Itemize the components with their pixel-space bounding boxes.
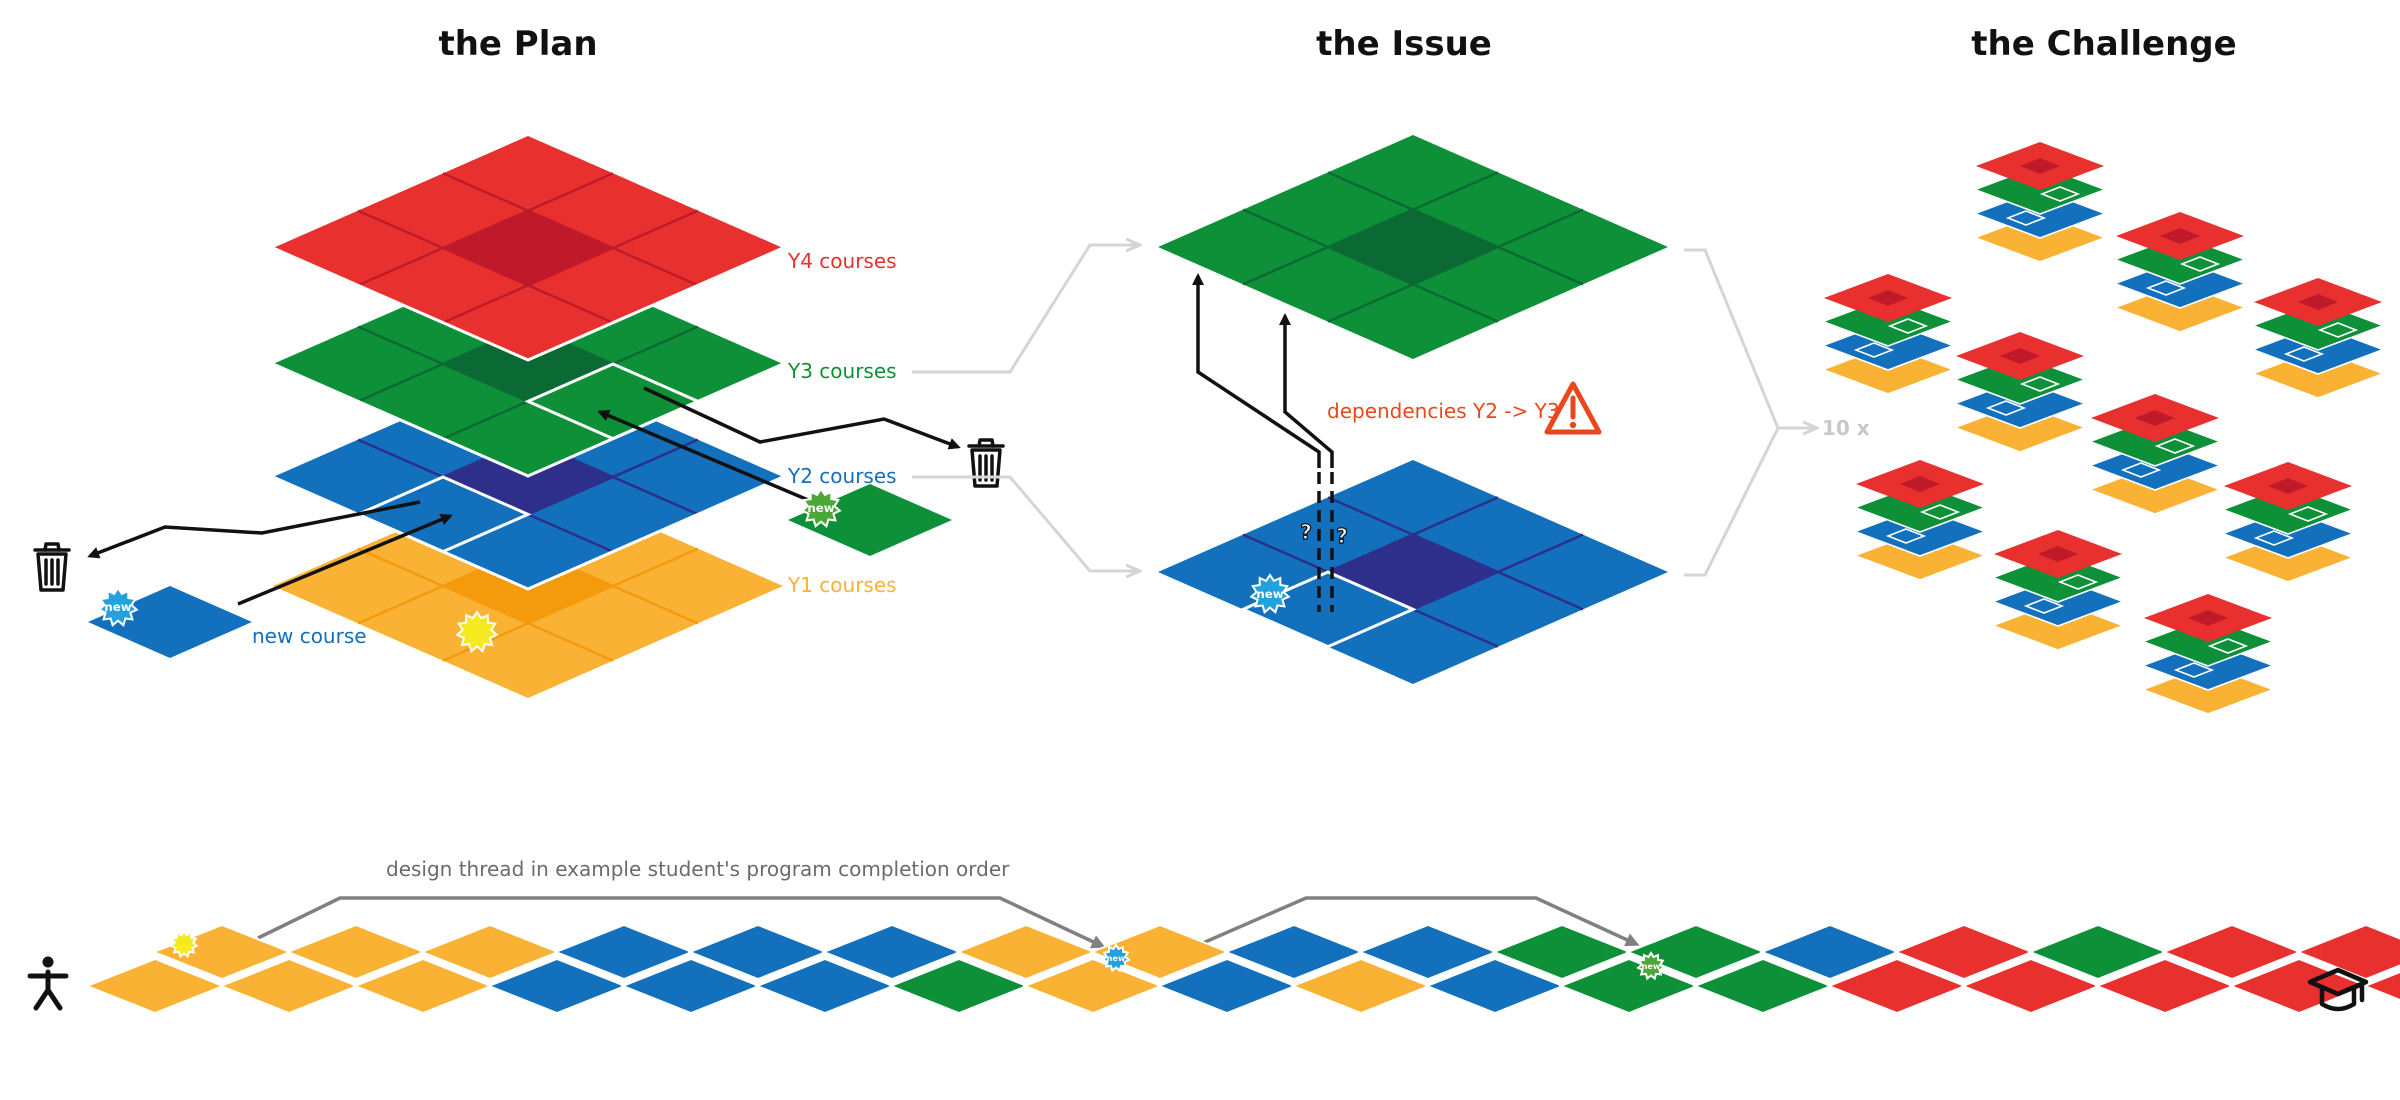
- dependency-arrows: [1192, 273, 1334, 612]
- new-course-label: new course: [252, 624, 367, 648]
- issue-layer-stack: new: [1158, 135, 1668, 684]
- plan-arrows: [87, 386, 961, 606]
- question-mark: ?: [1300, 520, 1312, 544]
- thread-tile-yellow: [419, 923, 561, 981]
- plan-layer-stack: [272, 136, 784, 698]
- svg-text:new: new: [807, 501, 834, 515]
- graduation-cap-icon: [2307, 967, 2369, 1012]
- plan-layer-green: [272, 252, 784, 478]
- thread-tile-yellow: [955, 923, 1097, 981]
- new-badge-icon: new: [1101, 943, 1131, 973]
- y3-courses-label: Y3 courses: [787, 359, 897, 383]
- thread-tile-blue: [1156, 957, 1298, 1015]
- thread-tile-green: [1558, 957, 1700, 1015]
- new-badge-icon: new: [1249, 573, 1291, 614]
- trash-icon: [33, 542, 71, 592]
- title-plan: the Plan: [438, 24, 597, 64]
- person-icon: [27, 956, 69, 1011]
- question-mark: ?: [1336, 524, 1348, 548]
- thread-tile-red: [2161, 923, 2303, 981]
- mini-course-stack: [1823, 274, 1953, 395]
- dependency-label: dependencies Y2 -> Y3: [1327, 399, 1560, 423]
- new-badge-icon: [169, 929, 199, 959]
- mini-course-stack: [2223, 462, 2353, 583]
- mini-course-stack: [2090, 394, 2220, 515]
- svg-text:new: new: [104, 600, 131, 614]
- mini-course-stack: [2253, 278, 2383, 399]
- connector-lines: [912, 245, 1815, 575]
- thread-tile-red: [2295, 923, 2400, 981]
- mini-course-stack: [1975, 142, 2105, 263]
- thread-tile-blue: [620, 957, 762, 1015]
- thread-tile-green: [1692, 957, 1834, 1015]
- warning-icon: [1544, 381, 1602, 435]
- mini-course-stack: [2143, 594, 2273, 715]
- thread-tile-red: [1826, 957, 1968, 1015]
- y1-courses-label: Y1 courses: [787, 573, 897, 597]
- thread-tile-red: [1893, 923, 2035, 981]
- thread-tile-blue: [1759, 923, 1901, 981]
- y2-courses-label: Y2 courses: [787, 464, 897, 488]
- issue-layer-green: [1158, 135, 1668, 359]
- thread-tile-green: [888, 957, 1030, 1015]
- new-badge-icon: new: [1636, 951, 1666, 981]
- thread-tile-yellow: [84, 957, 226, 1015]
- thread-tile-blue: [1424, 957, 1566, 1015]
- multiplier-label: 10 x: [1822, 416, 1870, 440]
- new-badge-icon: [455, 610, 499, 653]
- thread-tile-blue: [821, 923, 963, 981]
- y4-courses-label: Y4 courses: [787, 249, 897, 273]
- thread-tiles: new new: [84, 923, 2400, 1015]
- thread-tile-yellow: [352, 957, 494, 1015]
- thread-tile-yellow: [285, 923, 427, 981]
- thread-tile-red: [2094, 957, 2236, 1015]
- thread-tile-blue: [687, 923, 829, 981]
- thread-arrows: [257, 896, 1640, 949]
- trash-icon: [967, 438, 1005, 488]
- svg-text:new: new: [1256, 587, 1283, 601]
- plan-layer-red: [272, 136, 784, 362]
- title-issue: the Issue: [1316, 24, 1492, 64]
- thread-tile-yellow: [218, 957, 360, 1015]
- thread-tile-red: [2362, 971, 2400, 1001]
- mini-course-stack: [2115, 212, 2245, 333]
- svg-text:new: new: [1107, 953, 1126, 963]
- thread-tile-green: [2027, 923, 2169, 981]
- thread-tile-blue: [486, 957, 628, 1015]
- challenge-stacks: [1823, 142, 2383, 715]
- new-blue-course-tile: new: [88, 586, 252, 658]
- title-challenge: the Challenge: [1971, 24, 2236, 64]
- thread-tile-blue: [1223, 923, 1365, 981]
- new-badge-icon: new: [800, 487, 842, 528]
- thread-tile-yellow: [1290, 957, 1432, 1015]
- thread-tile-blue: [553, 923, 695, 981]
- thread-caption: design thread in example student's progr…: [386, 857, 1010, 881]
- thread-tile-blue: [754, 957, 896, 1015]
- new-green-course-tile: new: [788, 484, 952, 556]
- svg-text:new: new: [1642, 961, 1661, 971]
- new-badge-icon: new: [97, 586, 139, 627]
- thread-tile-blue: [1357, 923, 1499, 981]
- mini-course-stack: [1993, 530, 2123, 651]
- issue-layer-blue: new: [1158, 460, 1668, 684]
- thread-tile-green: [1491, 923, 1633, 981]
- thread-tile-yellow: [1022, 957, 1164, 1015]
- mini-course-stack: [1855, 460, 1985, 581]
- mini-course-stack: [1955, 332, 2085, 453]
- thread-tile-red: [1960, 957, 2102, 1015]
